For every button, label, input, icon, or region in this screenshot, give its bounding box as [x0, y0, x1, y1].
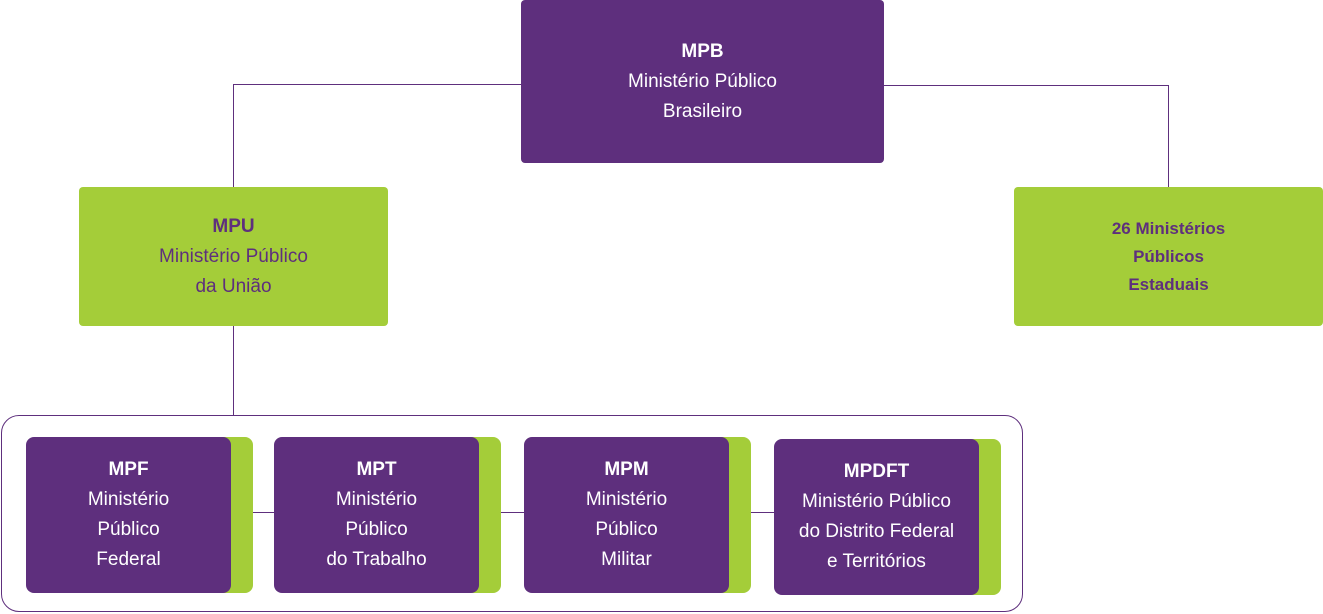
node-mpb-name: Ministério Público Brasileiro [628, 70, 777, 122]
node-state-ministries: 26 Ministérios Públicos Estaduais [1014, 187, 1323, 326]
branch-mpt-abbr: MPT [356, 459, 397, 480]
branch-mpf-abbr: MPF [108, 459, 149, 480]
branch-mpm-abbr: MPM [604, 459, 649, 480]
node-mpu-abbr: MPU [212, 215, 255, 237]
branch-mpt-name: Ministério Público do Trabalho [326, 489, 427, 570]
node-mpb-abbr: MPB [681, 40, 724, 62]
branch-mpt: MPT Ministério Público do Trabalho [274, 437, 479, 593]
connector-left-group-vertical [233, 326, 234, 415]
connector-branches-horizontal [250, 512, 775, 513]
branch-mpdft: MPDFT Ministério Público do Distrito Fed… [774, 439, 979, 595]
connector-root-left-horizontal [233, 84, 521, 85]
node-state-ministries-name: 26 Ministérios Públicos Estaduais [1111, 218, 1226, 294]
node-mpu-name: Ministério Público da União [159, 245, 308, 297]
branch-mpf-name: Ministério Público Federal [87, 489, 170, 570]
branch-mpm-name: Ministério Público Militar [585, 489, 668, 570]
connector-root-left-vertical [233, 84, 234, 187]
connector-root-right-horizontal [884, 85, 1169, 86]
branch-mpdft-abbr: MPDFT [843, 461, 910, 482]
branch-mpdft-name: Ministério Público do Distrito Federal e… [798, 491, 955, 572]
node-mpu: MPU Ministério Público da União [79, 187, 388, 326]
branches-group [1, 415, 1023, 612]
branch-mpm: MPM Ministério Público Militar [524, 437, 729, 593]
node-mpb: MPB Ministério Público Brasileiro [521, 0, 884, 163]
connector-root-right-vertical [1168, 85, 1169, 187]
branch-mpf: MPF Ministério Público Federal [26, 437, 231, 593]
